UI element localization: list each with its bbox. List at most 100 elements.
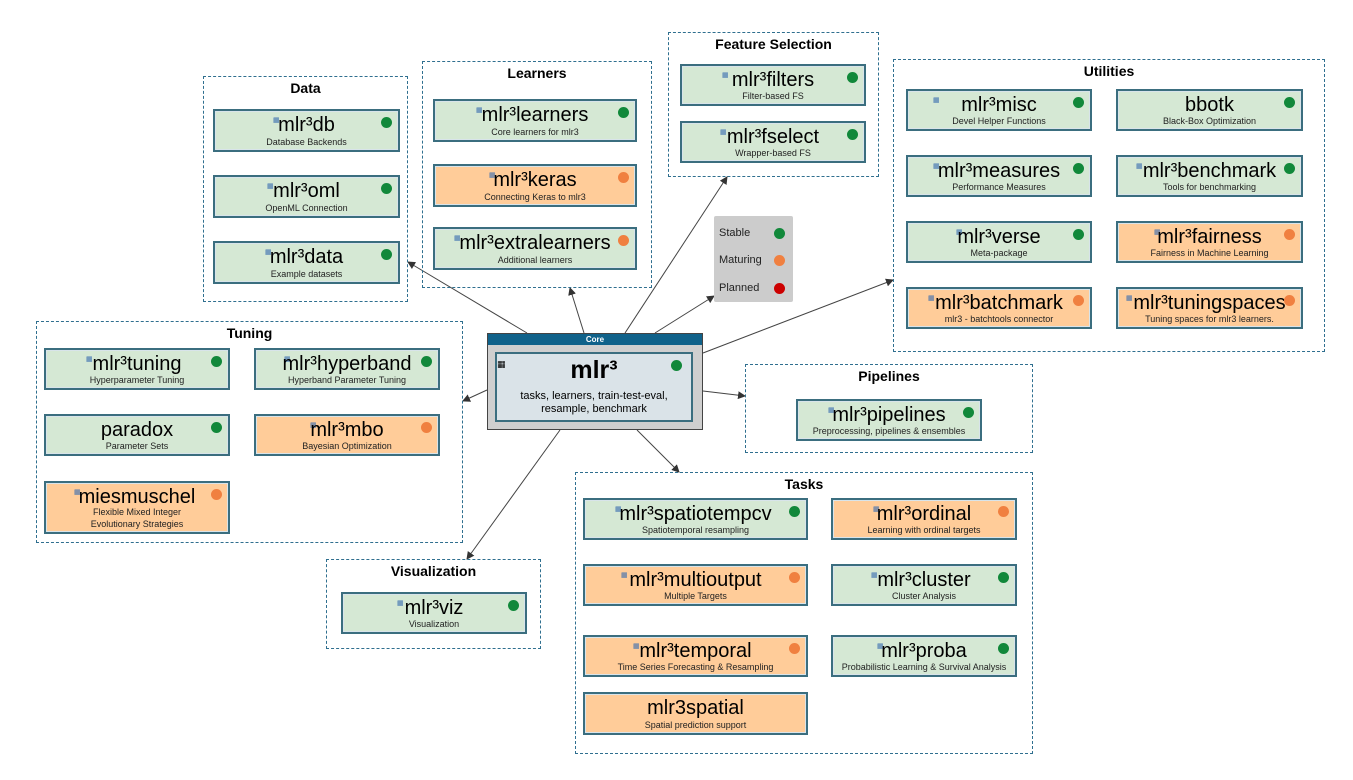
- arrow-to-tuning: [462, 389, 488, 402]
- package-card[interactable]: ▦ mlr³filters Filter-based FS: [680, 64, 866, 106]
- package-card[interactable]: ▦ mlr³measures Performance Measures: [906, 155, 1092, 197]
- arrow-to-tasks: [636, 429, 680, 473]
- package-desc: Wrapper-based FS: [735, 148, 811, 158]
- package-desc: Devel Helper Functions: [952, 116, 1046, 126]
- package-card[interactable]: bbotk Black-Box Optimization: [1116, 89, 1303, 131]
- package-name: mlr³mbo: [310, 419, 384, 441]
- group-pipelines: Pipelines: [745, 364, 1033, 453]
- package-icon: ▦: [265, 249, 272, 256]
- status-dot: [1284, 295, 1295, 306]
- package-name: mlr³measures: [937, 160, 1061, 182]
- package-card[interactable]: ▦ miesmuschel Flexible Mixed Integer Evo…: [44, 481, 230, 534]
- package-name: mlr³pipelines: [832, 404, 946, 426]
- package-icon: ▦: [956, 229, 963, 236]
- package-desc-line2: Evolutionary Strategies: [90, 519, 184, 529]
- package-card[interactable]: ▦ mlr³spatiotempcv Spatiotemporal resamp…: [583, 498, 808, 540]
- package-card[interactable]: ▦ mlr³multioutput Multiple Targets: [583, 564, 808, 606]
- package-desc: Bayesian Optimization: [302, 441, 392, 451]
- package-card[interactable]: ▦ mlr³fairness Fairness in Machine Learn…: [1116, 221, 1303, 263]
- package-icon: ▦: [454, 235, 461, 242]
- package-card[interactable]: ▦ mlr³learners Core learners for mlr3: [433, 99, 637, 142]
- package-card[interactable]: paradox Parameter Sets: [44, 414, 230, 456]
- package-desc: Spatiotemporal resampling: [641, 525, 750, 535]
- package-name: bbotk: [1185, 94, 1234, 116]
- status-dot: [211, 489, 222, 500]
- package-card[interactable]: ▦ mlr³data Example datasets: [213, 241, 400, 284]
- package-desc: Database Backends: [266, 137, 347, 147]
- package-icon: ▦: [933, 163, 940, 170]
- package-name: mlr³tuning: [92, 353, 182, 375]
- group-title: Visualization: [390, 563, 477, 579]
- package-desc: Additional learners: [497, 255, 573, 265]
- group-learners: Learners: [422, 61, 652, 288]
- package-desc: OpenML Connection: [265, 203, 348, 213]
- package-name: mlr³filters: [731, 69, 815, 91]
- package-card[interactable]: ▦ mlr³misc Devel Helper Functions: [906, 89, 1092, 131]
- legend-dot-stable: [774, 228, 785, 239]
- package-icon: ▦: [877, 643, 884, 650]
- package-card[interactable]: ▦ mlr³pipelines Preprocessing, pipelines…: [796, 399, 982, 441]
- status-dot: [421, 422, 432, 433]
- status-dot: [847, 129, 858, 140]
- package-icon: ▦: [476, 107, 483, 114]
- package-card[interactable]: ▦ mlr³oml OpenML Connection: [213, 175, 400, 218]
- legend-label-planned: Planned: [719, 282, 760, 294]
- arrow-to-pipelines: [702, 390, 746, 400]
- status-dot: [789, 572, 800, 583]
- group-utilities: Utilities: [893, 59, 1325, 352]
- package-name: mlr³benchmark: [1142, 160, 1277, 182]
- status-dot: [998, 572, 1009, 583]
- package-name: mlr³spatiotempcv: [619, 503, 772, 525]
- package-name: mlr³hyperband: [282, 353, 412, 375]
- legend-dot-planned: [774, 283, 785, 294]
- core-desc-line2: resample, benchmark: [541, 403, 647, 415]
- package-card[interactable]: ▦ mlr³ordinal Learning with ordinal targ…: [831, 498, 1017, 540]
- package-icon: ▦: [873, 506, 880, 513]
- package-icon: ▦: [497, 359, 506, 369]
- status-dot: [381, 117, 392, 128]
- package-card[interactable]: ▦ mlr³db Database Backends: [213, 109, 400, 152]
- status-dot: [847, 72, 858, 83]
- package-card[interactable]: ▦ mlr³mbo Bayesian Optimization: [254, 414, 440, 456]
- package-card[interactable]: ▦ mlr³fselect Wrapper-based FS: [680, 121, 866, 163]
- package-desc: Cluster Analysis: [891, 591, 957, 601]
- package-card[interactable]: ▦ mlr³benchmark Tools for benchmarking: [1116, 155, 1303, 197]
- status-dot: [618, 107, 629, 118]
- package-icon: ▦: [397, 600, 404, 607]
- status-dot: [789, 643, 800, 654]
- status-dot: [211, 422, 222, 433]
- package-card[interactable]: ▦ mlr³extralearners Additional learners: [433, 227, 637, 270]
- core-desc-line1: tasks, learners, train-test-eval,: [520, 390, 668, 402]
- package-card[interactable]: ▦ mlr³temporal Time Series Forecasting &…: [583, 635, 808, 677]
- package-desc: Performance Measures: [952, 182, 1046, 192]
- arrow-to-learners: [568, 287, 585, 334]
- package-card[interactable]: ▦ mlr³batchmark mlr3 - batchtools connec…: [906, 287, 1092, 329]
- package-card[interactable]: ▦ mlr³cluster Cluster Analysis: [831, 564, 1017, 606]
- package-icon: ▦: [621, 572, 628, 579]
- core-node[interactable]: Core ▦ mlr³ tasks, learners, train-test-…: [487, 333, 703, 430]
- legend-label-stable: Stable: [719, 227, 751, 239]
- status-dot: [998, 506, 1009, 517]
- package-desc: Filter-based FS: [742, 91, 804, 101]
- core-header: Core: [488, 334, 702, 345]
- status-dot: [671, 360, 682, 371]
- core-package-name: mlr³: [570, 356, 618, 384]
- package-icon: ▦: [928, 295, 935, 302]
- package-card[interactable]: mlr3spatial Spatial prediction support: [583, 692, 808, 735]
- package-card[interactable]: ▦ mlr³keras Connecting Keras to mlr3: [433, 164, 637, 207]
- package-name: mlr³keras: [493, 169, 577, 191]
- package-name: mlr³temporal: [639, 640, 752, 662]
- status-dot: [1073, 229, 1084, 240]
- package-desc: mlr3 - batchtools connector: [944, 314, 1054, 324]
- package-card[interactable]: ▦ mlr³tuningspaces Tuning spaces for mlr…: [1116, 287, 1303, 329]
- package-card[interactable]: ▦ mlr³hyperband Hyperband Parameter Tuni…: [254, 348, 440, 390]
- package-icon: ▦: [1154, 229, 1161, 236]
- package-name: mlr3spatial: [647, 697, 744, 719]
- package-card[interactable]: ▦ mlr³verse Meta-package: [906, 221, 1092, 263]
- package-icon: ▦: [615, 506, 622, 513]
- package-icon: ▦: [633, 643, 640, 650]
- package-desc: Spatial prediction support: [644, 720, 747, 730]
- package-card[interactable]: ▦ mlr³viz Visualization: [341, 592, 527, 634]
- package-card[interactable]: ▦ mlr³tuning Hyperparameter Tuning: [44, 348, 230, 390]
- package-card[interactable]: ▦ mlr³proba Probabilistic Learning & Sur…: [831, 635, 1017, 677]
